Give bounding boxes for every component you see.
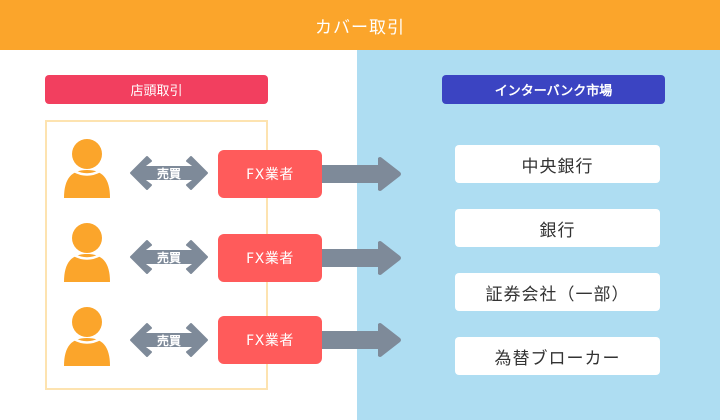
customer-icon [64, 307, 110, 366]
cover-arrow-icon [322, 241, 401, 275]
fx-dealer-box: FX業者 [218, 316, 322, 364]
fx-dealer-box: FX業者 [218, 150, 322, 198]
trade-label: 売買 [156, 166, 181, 181]
trade-label: 売買 [156, 250, 181, 265]
customer-icon [64, 223, 110, 282]
interbank-label-text: インターバンク市場 [494, 84, 613, 99]
participant-fx-broker: 為替ブローカー [455, 337, 660, 375]
participant-bank: 銀行 [455, 209, 660, 247]
otc-label: 店頭取引 [45, 75, 268, 104]
cover-trade-header: カバー取引 [0, 0, 720, 50]
header-title: カバー取引 [315, 17, 405, 38]
trade-label: 売買 [156, 333, 181, 348]
participant-central-bank: 中央銀行 [455, 145, 660, 183]
participant-securities: 証券会社（一部） [455, 273, 660, 311]
customer-icon [64, 139, 110, 198]
two-way-arrow-icon [130, 240, 208, 274]
cover-arrow-icon [322, 323, 401, 357]
cover-arrow-icon [322, 157, 401, 191]
otc-label-text: 店頭取引 [130, 84, 183, 99]
two-way-arrow-icon [130, 323, 208, 357]
interbank-label: インターバンク市場 [442, 75, 665, 104]
fx-dealer-box: FX業者 [218, 234, 322, 282]
two-way-arrow-icon [130, 156, 208, 190]
